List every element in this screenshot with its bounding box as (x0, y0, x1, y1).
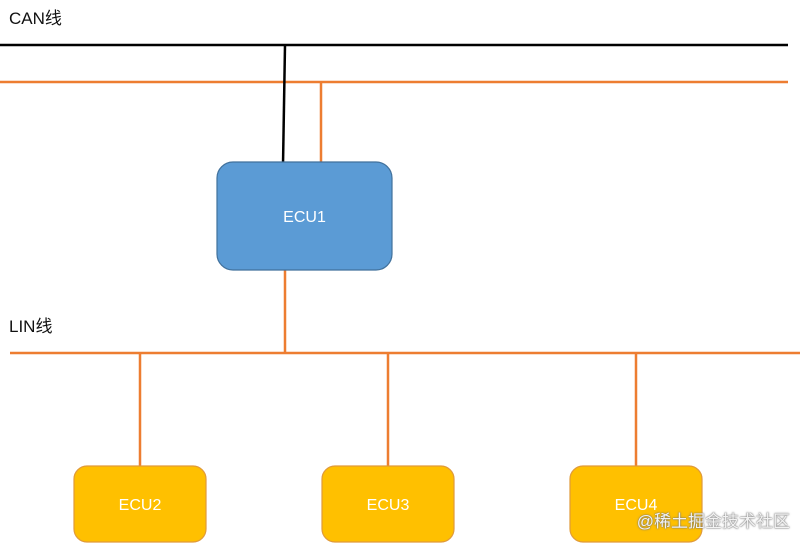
ecu3-label: ECU3 (367, 497, 410, 514)
ecu3-box (321, 465, 455, 543)
watermark-text: @稀土掘金技术社区 (636, 512, 790, 531)
ecu4-label: ECU4 (615, 497, 658, 514)
lin-bus-label: LIN线 (9, 317, 53, 336)
ecu2-box (73, 465, 207, 543)
ecu1-can-connector (281, 44, 287, 166)
ecu1-box (216, 161, 393, 271)
ecu2-label: ECU2 (119, 497, 162, 514)
can-bus-label: CAN线 (9, 9, 62, 28)
ecu1-label: ECU1 (283, 209, 326, 226)
ecu4-box (569, 465, 703, 543)
